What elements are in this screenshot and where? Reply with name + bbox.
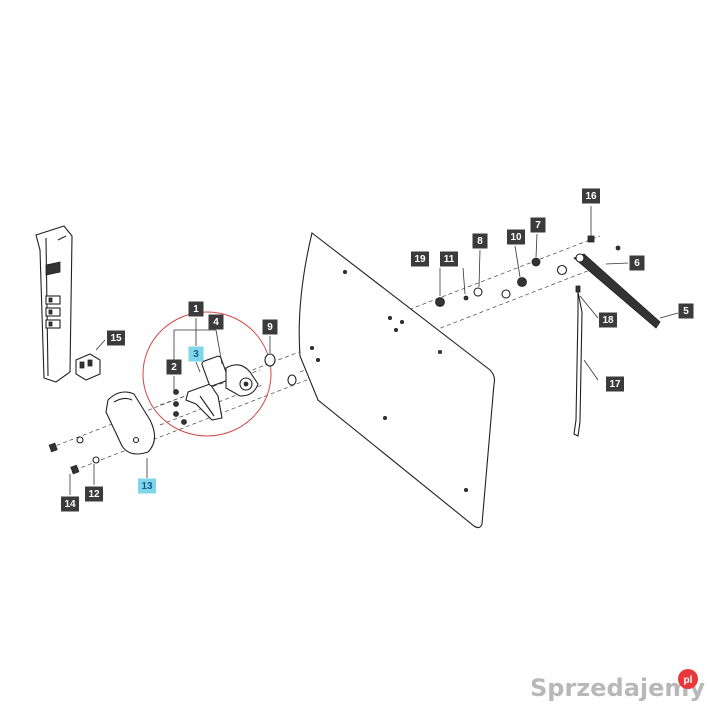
callout-label: 14 <box>64 499 76 510</box>
callout-14: 14 <box>61 496 79 512</box>
nut-washer-stack <box>435 233 568 307</box>
callout-box <box>262 319 278 335</box>
callout-label: 9 <box>267 322 273 333</box>
windshield-panel <box>298 232 496 529</box>
watermark-dot <box>678 669 698 689</box>
callout-box <box>440 251 458 267</box>
callout-label: 11 <box>444 254 455 265</box>
cab-pillar <box>35 225 73 383</box>
part-16-bolt <box>587 206 621 251</box>
callout-label: 4 <box>213 317 219 328</box>
callout-box <box>472 233 488 249</box>
callout-label: 6 <box>634 258 640 269</box>
part-6-wiper-arm <box>573 253 679 329</box>
watermark-suffix: pl <box>684 675 693 686</box>
callout-13: 13 <box>138 478 156 494</box>
callout-11: 11 <box>440 251 458 267</box>
part-15-connector <box>75 339 106 381</box>
callout-box <box>507 229 525 245</box>
watermark-brand: Sprzedajemy <box>530 674 705 702</box>
callout-label: 15 <box>110 333 122 344</box>
callout-19: 19 <box>411 251 429 267</box>
callout-2: 2 <box>166 359 182 375</box>
callout-15: 15 <box>107 330 125 346</box>
callout-box <box>629 255 645 271</box>
callout-7: 7 <box>530 217 546 233</box>
watermark: Sprzedajemy pl <box>530 669 705 702</box>
callout-box <box>606 376 624 392</box>
callout-box <box>599 312 617 328</box>
part-17-wiper-blade <box>573 285 599 437</box>
callout-box <box>582 188 600 204</box>
callout-label: 16 <box>585 191 597 202</box>
callout-box <box>188 346 204 362</box>
part-9-seal <box>264 336 297 386</box>
callout-3: 3 <box>188 346 204 362</box>
wiper-motor-assembly <box>173 329 259 425</box>
callout-label: 19 <box>414 254 426 265</box>
callout-16: 16 <box>582 188 600 204</box>
callout-5: 5 <box>678 303 694 319</box>
callout-label: 10 <box>510 232 522 243</box>
callout-label: 7 <box>535 220 541 231</box>
highlight-circle <box>142 311 272 437</box>
callout-label: 2 <box>171 362 177 373</box>
part-1-bracket <box>173 318 216 360</box>
callout-box <box>166 359 182 375</box>
callout-label: 3 <box>193 349 199 360</box>
fasteners-12-14 <box>48 436 100 495</box>
callout-6: 6 <box>629 255 645 271</box>
callout-17: 17 <box>606 376 624 392</box>
part-13-motor-cover <box>105 391 156 478</box>
callout-box <box>411 251 429 267</box>
callout-box <box>678 303 694 319</box>
callout-label: 8 <box>477 236 483 247</box>
callout-12: 12 <box>85 486 103 502</box>
callout-box <box>138 478 156 494</box>
callout-4: 4 <box>208 314 224 330</box>
callout-box <box>85 486 103 502</box>
callout-label: 17 <box>609 379 621 390</box>
callout-1: 1 <box>188 301 204 317</box>
callout-box <box>208 314 224 330</box>
callout-box <box>530 217 546 233</box>
callout-label: 12 <box>88 489 100 500</box>
callout-box <box>61 496 79 512</box>
callout-18: 18 <box>599 312 617 328</box>
callout-label: 5 <box>683 306 689 317</box>
callout-label: 18 <box>602 315 614 326</box>
callout-9: 9 <box>262 319 278 335</box>
callout-10: 10 <box>507 229 525 245</box>
callout-box <box>188 301 204 317</box>
callout-label: 1 <box>193 304 199 315</box>
callout-box <box>107 330 125 346</box>
callout-label: 13 <box>141 481 153 492</box>
callout-8: 8 <box>472 233 488 249</box>
